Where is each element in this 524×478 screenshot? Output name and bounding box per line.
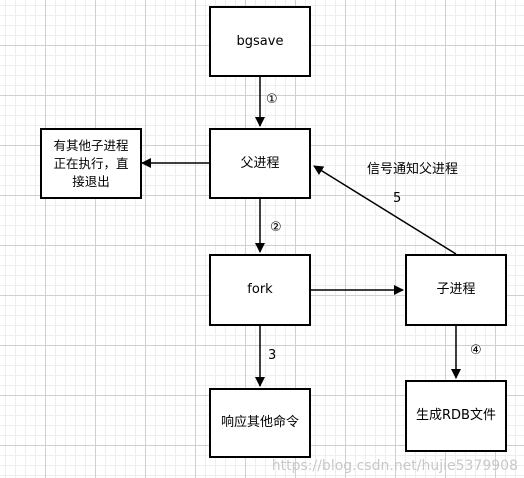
node-parent-label: 父进程 bbox=[240, 155, 280, 171]
watermark: https://blog.csdn.net/hujie5379908 bbox=[271, 458, 518, 474]
node-fork-label: fork bbox=[247, 282, 273, 297]
arrow-child-to-parent bbox=[313, 165, 457, 255]
node-respond-label: 响应其他命令 bbox=[220, 415, 299, 430]
node-rdb-label: 生成RDB文件 bbox=[416, 408, 496, 423]
node-respond-other-commands: 响应其他命令 bbox=[209, 388, 311, 458]
node-parent-process: 父进程 bbox=[209, 128, 311, 199]
node-other-child-label: 有其他子进程正在执行，直接退出 bbox=[53, 137, 129, 189]
edge-label-step5: 5 bbox=[393, 191, 402, 206]
edge-label-step1: ① bbox=[266, 92, 278, 107]
edge-label-step3: 3 bbox=[268, 348, 277, 363]
edge-label-step2: ② bbox=[270, 220, 282, 235]
edge-label-step4: ④ bbox=[470, 343, 482, 358]
node-child-label: 子进程 bbox=[436, 282, 476, 297]
edge-label-signal-parent: 信号通知父进程 bbox=[367, 162, 459, 177]
node-fork: fork bbox=[209, 254, 311, 326]
node-generate-rdb: 生成RDB文件 bbox=[405, 380, 507, 452]
node-bgsave-label: bgsave bbox=[236, 33, 284, 49]
node-bgsave: bgsave bbox=[209, 6, 311, 77]
node-other-child-running: 有其他子进程正在执行，直接退出 bbox=[40, 128, 142, 199]
node-child-process: 子进程 bbox=[405, 254, 507, 326]
